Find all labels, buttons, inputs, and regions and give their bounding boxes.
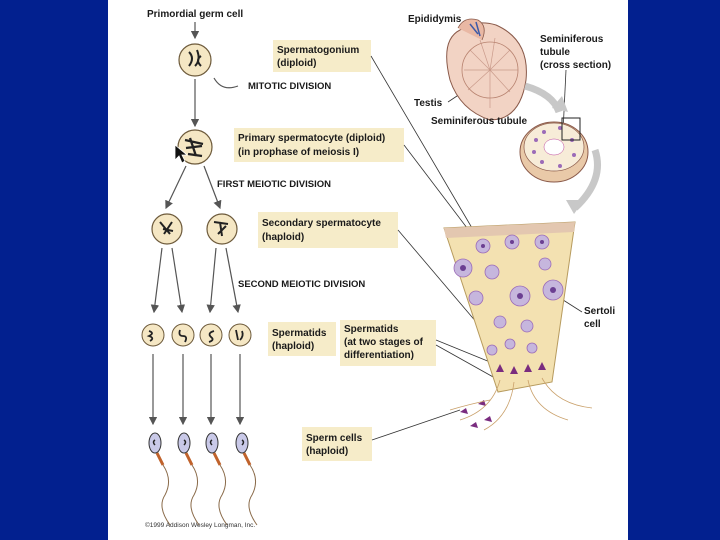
spermatids-right-line2: (at two stages of xyxy=(344,337,424,348)
sperm-cell xyxy=(205,432,228,526)
spermatids-left-sublabel: (haploid) xyxy=(272,341,314,352)
primary-label-bg xyxy=(234,128,404,162)
primary-label: Primary spermatocyte (diploid) xyxy=(238,133,385,144)
diagram-labels: Primordial germ cell Spermatogonium (dip… xyxy=(145,9,615,529)
spermatogonium-label-bg xyxy=(273,40,371,72)
spermatids-right-line3: differentiation) xyxy=(344,350,414,361)
tubule-cross-section xyxy=(519,117,589,183)
secondary-spermatocyte-left xyxy=(151,213,183,245)
sertoli-sublabel: cell xyxy=(584,319,601,330)
tubule-cross-label: Seminiferous xyxy=(540,34,604,45)
spermatids-right-label-bg xyxy=(340,320,436,366)
sperm-cell xyxy=(235,432,258,526)
first-meiotic-label: First meiotic division xyxy=(217,179,331,190)
sperm-label-bg xyxy=(302,427,372,461)
tubule-cross-line2: tubule xyxy=(540,47,570,58)
sertoli-label: Sertoli xyxy=(584,306,615,317)
spermatids-left-label: Spermatids xyxy=(272,328,327,339)
leader-spermatids-a xyxy=(435,339,491,363)
primordial-germ-cell xyxy=(178,43,212,77)
sperm-cell xyxy=(177,432,200,526)
epididymis-label: Epididymis xyxy=(408,14,462,25)
secondary-spermatocyte-right xyxy=(206,213,238,245)
secondary-label-bg xyxy=(258,212,398,248)
spermatid-cells xyxy=(141,323,252,347)
testis-illustration xyxy=(446,18,527,121)
mitotic-division-label: Mitotic division xyxy=(248,81,331,92)
leader-tubule-cross xyxy=(562,69,567,133)
spermatids-left-label-bg xyxy=(268,322,336,356)
copyright-text: ©1999 Addison Wesley Longman, Inc. xyxy=(145,521,255,529)
sperm-cells xyxy=(148,432,258,526)
sperm-label: Sperm cells xyxy=(306,433,363,444)
tissue-wedge xyxy=(443,221,593,431)
testis-label: Testis xyxy=(414,98,443,109)
second-meiotic-label: Second meiotic division xyxy=(238,279,365,290)
primary-sublabel: (in prophase of meiosis I) xyxy=(238,147,359,158)
sperm-sublabel: (haploid) xyxy=(306,446,348,457)
spermatids-right-label: Spermatids xyxy=(344,324,399,335)
secondary-label: Secondary spermatocyte xyxy=(262,218,381,229)
leader-sperm xyxy=(371,409,461,441)
secondary-sublabel: (haploid) xyxy=(262,232,304,243)
seminiferous-tubule-label: Seminiferous tubule xyxy=(431,116,528,127)
spermatogonium-label: Spermatogonium xyxy=(277,45,359,56)
mouse-pointer-icon xyxy=(174,144,189,164)
leader-spermatogonium xyxy=(370,55,483,246)
progression-arrows xyxy=(148,22,245,426)
label-backgrounds xyxy=(234,40,436,461)
sperm-cell xyxy=(148,432,171,526)
leader-spermatids-b xyxy=(435,344,496,379)
tubule-cross-line3: (cross section) xyxy=(540,60,611,71)
primordial-label: Primordial germ cell xyxy=(147,9,243,20)
spermatogonium-sublabel: (diploid) xyxy=(277,58,316,69)
